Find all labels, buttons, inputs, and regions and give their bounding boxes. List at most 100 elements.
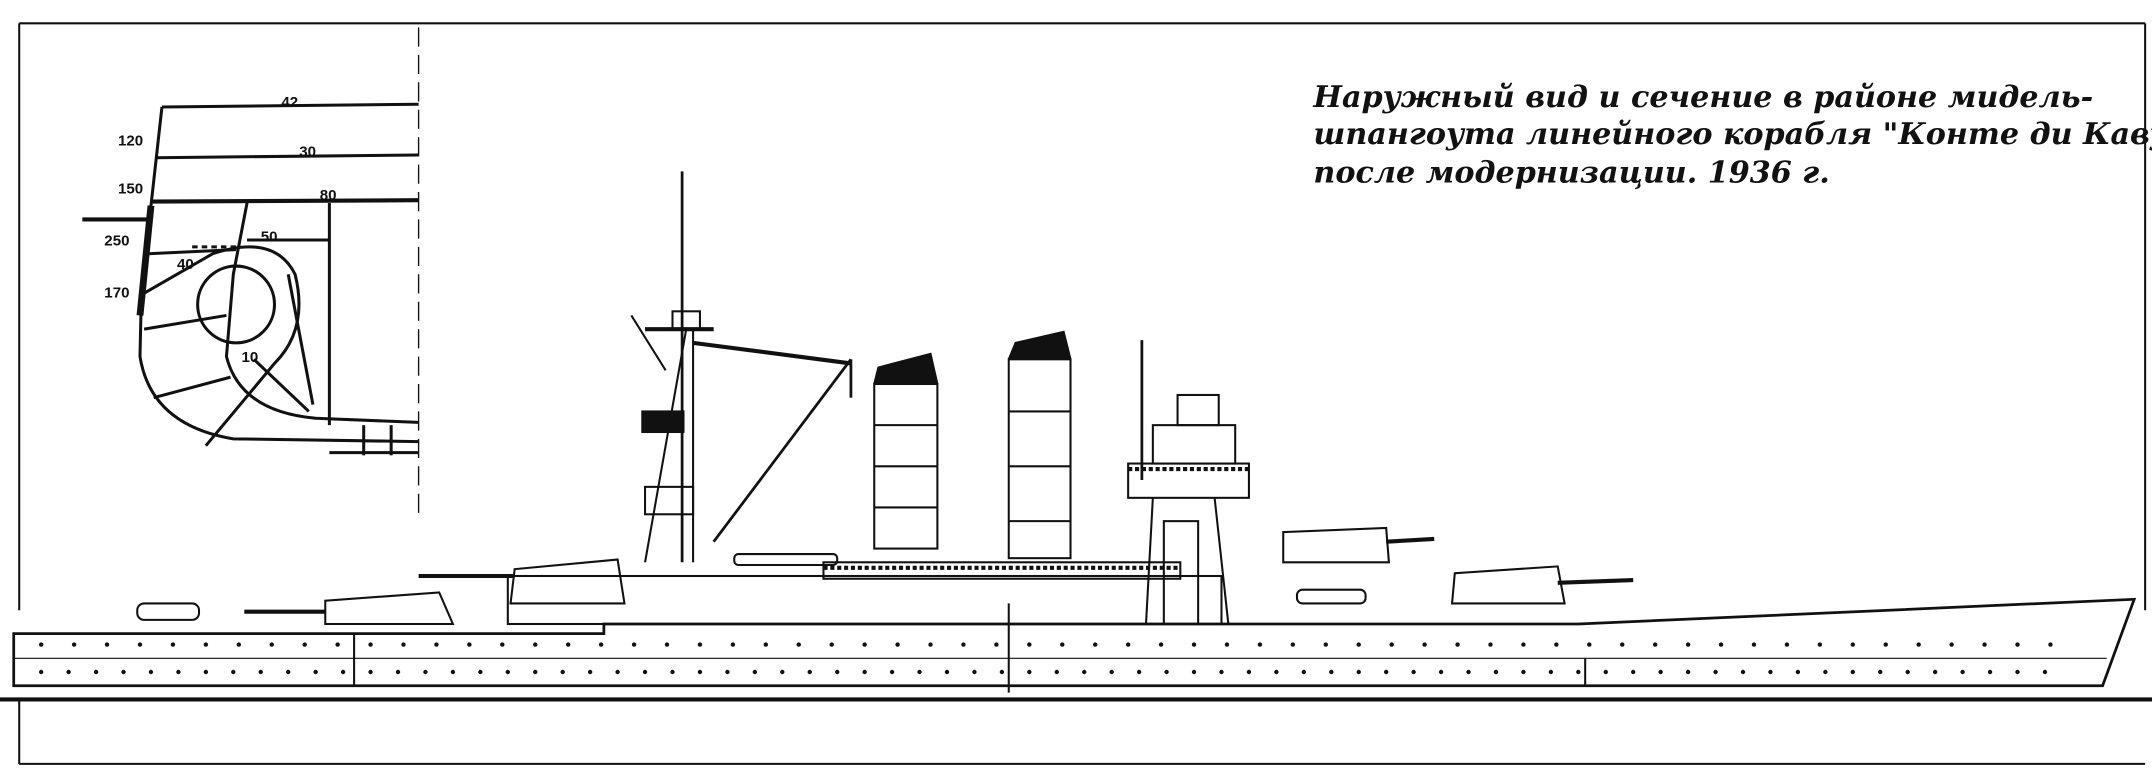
funnel-1 (873, 352, 939, 550)
porthole (478, 669, 483, 675)
porthole (1521, 642, 1526, 647)
section-label-30: 30 (299, 143, 316, 160)
porthole (71, 642, 77, 647)
porthole (1411, 669, 1416, 675)
porthole (972, 669, 977, 675)
porthole (340, 669, 346, 675)
porthole (917, 669, 922, 675)
porthole (1224, 642, 1230, 647)
porthole (1356, 642, 1361, 647)
porthole (1383, 669, 1389, 675)
porthole (1768, 669, 1773, 675)
porthole (38, 642, 44, 647)
porthole (999, 669, 1005, 675)
ship-hull (12, 597, 2137, 693)
porthole (450, 669, 456, 675)
turret-aft-low (244, 591, 455, 626)
frame-border (0, 22, 2152, 765)
porthole (203, 642, 209, 647)
section-label-170: 170 (104, 285, 129, 302)
porthole (1323, 642, 1328, 647)
caption-line-2: шпангоута линейного корабля "Конте ди Ка… (1313, 117, 2152, 152)
porthole (335, 642, 340, 647)
porthole (1685, 642, 1691, 647)
boat (1295, 588, 1367, 605)
porthole (1718, 642, 1724, 647)
porthole (1257, 642, 1263, 647)
porthole (148, 669, 154, 675)
section-label-10: 10 (242, 349, 259, 366)
porthole (1587, 642, 1592, 647)
porthole (368, 642, 373, 647)
porthole (1246, 669, 1252, 675)
porthole (1784, 642, 1790, 647)
porthole (1905, 669, 1910, 675)
porthole (2042, 669, 2048, 675)
section-label-250: 250 (104, 232, 129, 249)
porthole (1932, 669, 1938, 675)
porthole (780, 669, 785, 675)
porthole (560, 669, 565, 675)
porthole (1982, 642, 1987, 647)
porthole (670, 669, 675, 675)
porthole (1164, 669, 1169, 675)
porthole (467, 642, 472, 647)
porthole (895, 642, 900, 647)
porthole (500, 642, 505, 647)
section-label-80: 80 (320, 187, 337, 204)
porthole (944, 669, 950, 675)
porthole (121, 669, 126, 675)
porthole (1883, 642, 1888, 647)
porthole (286, 669, 291, 675)
main-turrets (244, 526, 1634, 626)
porthole (565, 642, 571, 647)
porthole (1466, 669, 1471, 675)
porthole (2015, 642, 2020, 647)
porthole (170, 642, 176, 647)
porthole (1916, 642, 1921, 647)
porthole (697, 642, 703, 647)
porthole (1136, 669, 1142, 675)
porthole (1027, 642, 1032, 647)
porthole (1878, 669, 1883, 675)
porthole (395, 669, 401, 675)
porthole (1685, 669, 1691, 675)
caption: Наружный вид и сечение в районе мидель- … (1312, 80, 2152, 190)
superstructure (136, 553, 1367, 626)
porthole (1422, 642, 1427, 647)
porthole (730, 642, 736, 647)
boat (136, 602, 201, 621)
porthole (961, 642, 966, 647)
porthole (1751, 642, 1757, 647)
porthole (1219, 669, 1224, 675)
porthole (1191, 669, 1197, 675)
porthole (1631, 669, 1636, 675)
porthole (1850, 669, 1856, 675)
section-label-40: 40 (177, 256, 194, 273)
porthole (1554, 642, 1559, 647)
turret-fore-low (1450, 565, 1634, 605)
porthole (231, 669, 236, 675)
funnel-2 (1007, 330, 1072, 560)
porthole (1949, 642, 1954, 647)
porthole (807, 669, 812, 675)
porthole (1438, 669, 1444, 675)
porthole (697, 669, 703, 675)
porthole (1158, 642, 1164, 647)
porthole (796, 642, 801, 647)
midship-section: 42 120 30 150 80 250 50 40 170 10 (82, 27, 420, 522)
porthole (994, 642, 999, 647)
porthole (1301, 669, 1307, 675)
porthole (763, 642, 769, 647)
porthole (1274, 669, 1279, 675)
porthole (1823, 669, 1828, 675)
porthole (928, 642, 933, 647)
porthole (533, 669, 538, 675)
porthole (1987, 669, 1993, 675)
porthole (1054, 669, 1059, 675)
porthole (1658, 669, 1663, 675)
porthole (631, 642, 637, 647)
porthole (1093, 642, 1098, 647)
porthole (642, 669, 648, 675)
